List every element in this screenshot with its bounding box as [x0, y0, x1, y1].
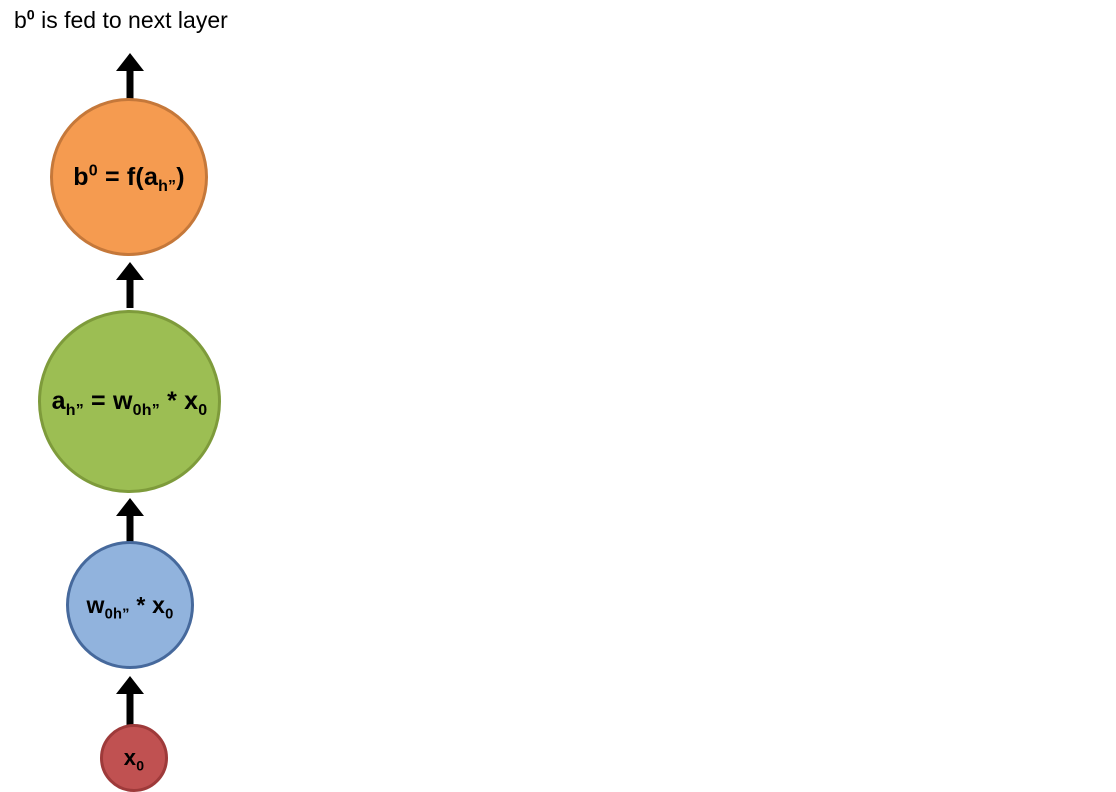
caption-superscript: 0	[26, 7, 35, 24]
input-label-x-subscript: 0	[136, 757, 145, 774]
activation-label-a-subscript: h”	[65, 402, 84, 419]
activation-label-equals: = w	[83, 387, 133, 415]
output-label-mid: = f(a	[97, 162, 159, 191]
activation-label-x-subscript: 0	[198, 402, 208, 419]
product-label-w-subscript: 0h”	[104, 606, 130, 623]
weighted-input-node[interactable]: w0h” * x0	[66, 541, 194, 669]
output-label-tail: )	[176, 162, 185, 191]
product-label-x-subscript: 0	[165, 606, 174, 623]
weighted-input-node-label: w0h” * x0	[86, 591, 174, 623]
product-label-w: w	[86, 591, 105, 618]
input-node-label: x0	[123, 745, 145, 774]
diagram-caption: b0 is fed to next layer	[14, 7, 228, 33]
caption-base: b	[14, 7, 27, 33]
activation-label-w-subscript: 0h”	[132, 402, 160, 419]
activation-label-star: * x	[159, 387, 199, 415]
arrow-product-to-activation-icon	[110, 498, 150, 544]
activation-node[interactable]: ah” = w0h” * x0	[38, 310, 221, 493]
output-label-subscript: h”	[158, 177, 177, 195]
arrow-input-to-product-icon	[110, 676, 150, 726]
activation-node-label: ah” = w0h” * x0	[51, 387, 208, 419]
output-node-label: b0 = f(ah”)	[73, 162, 185, 195]
input-node[interactable]: x0	[100, 724, 168, 792]
output-label-superscript: 0	[88, 162, 98, 180]
output-node[interactable]: b0 = f(ah”)	[50, 98, 208, 256]
caption-suffix: is fed to next layer	[34, 7, 228, 33]
input-label-x: x	[123, 745, 137, 770]
product-label-star: * x	[129, 591, 166, 618]
activation-label-a: a	[51, 387, 66, 415]
arrow-output-to-next-layer-icon	[110, 53, 150, 99]
output-label-base: b	[73, 162, 89, 191]
arrow-activation-to-output-icon	[110, 262, 150, 308]
